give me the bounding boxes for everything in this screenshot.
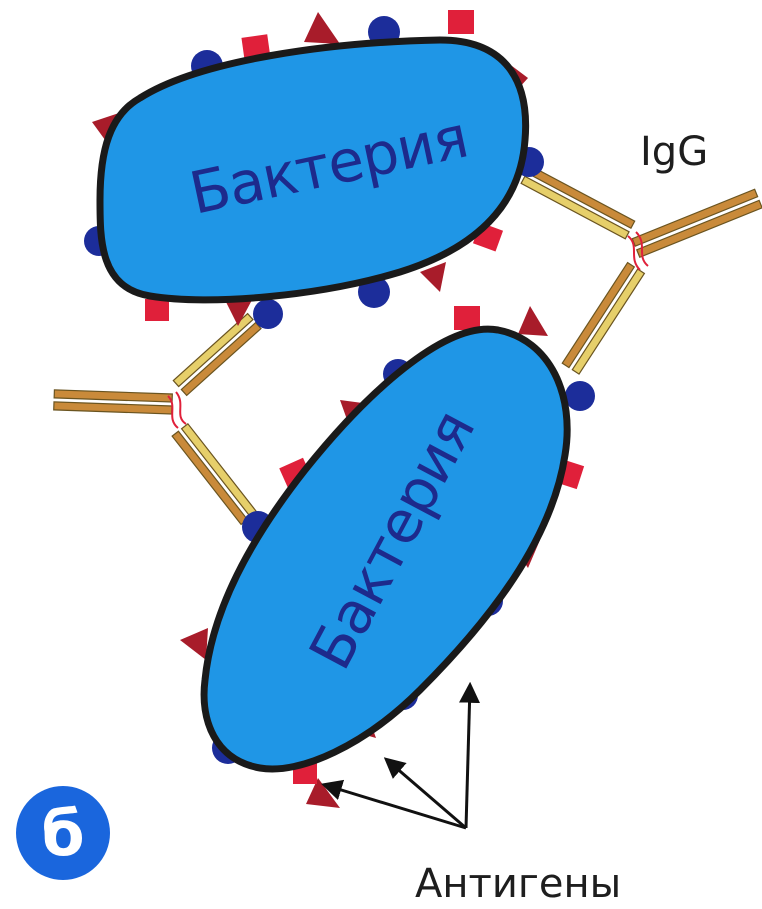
bacterium-body: [96, 36, 530, 304]
panel-badge: б: [16, 786, 110, 880]
antigen-square-icon: [145, 10, 504, 321]
arrow-icon: [320, 681, 481, 830]
bacterium-top: Бактерия: [84, 10, 544, 329]
antigens-label: Антигены: [415, 861, 621, 907]
antibody-icon: [53, 312, 262, 526]
antibody-left: [53, 312, 262, 526]
panel-badge-letter: б: [41, 797, 84, 870]
antibody-icon: [520, 164, 762, 375]
bacterium-bottom: Бактерия: [180, 306, 595, 808]
bacterium-body: [200, 325, 571, 773]
antibody-right: [520, 164, 762, 375]
antibody-label: IgG: [640, 129, 708, 175]
